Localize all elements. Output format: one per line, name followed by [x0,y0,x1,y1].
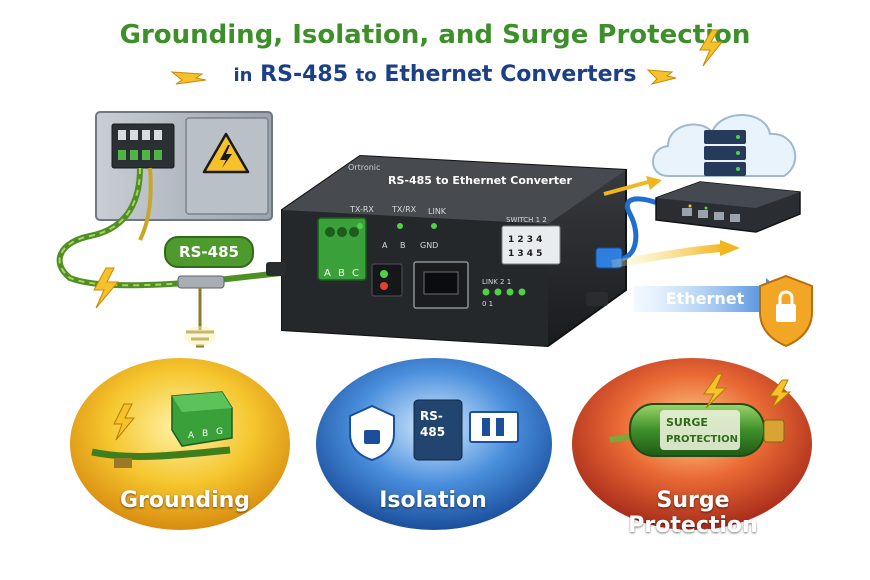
warning-high-voltage-icon [202,132,250,174]
lightning-bolt-icon [170,71,207,85]
ground-symbol-icon [184,288,216,348]
device-label-a: A [382,241,388,250]
padlock-shield-icon [759,274,813,348]
page-title-line2: in RS-485 to Ethernet Converters [0,62,870,87]
isolation-circle [316,358,552,530]
ethernet-label: Ethernet [665,289,745,308]
surge-protection-label: Surge Protection [628,488,758,538]
device-port-txrx2: TX/RX [391,205,417,214]
terminal-small-letter-a: A [188,431,195,441]
surge-device-line1: SURGE [666,416,708,429]
rs485-label: RS-485 [164,236,254,268]
device-port-txrx: TX-RX [349,205,374,214]
title-part-rs485: RS-485 [260,62,348,87]
grounding-label: Grounding [119,488,251,513]
isolation-chip-line1: RS- [420,409,443,423]
isolation-chip-line2: 485 [420,425,445,439]
rs485-ethernet-converter [266,154,627,348]
grounding-circle [70,358,290,530]
device-switch-row1: 1 2 3 4 [508,235,542,245]
electrical-panel [95,111,273,221]
title-part-in: in [233,65,253,86]
terminal-small-letter-b: B [202,429,208,439]
terminal-letter-b: B [338,268,345,279]
terminal-letter-c: C [352,268,359,279]
title-part-ethernet-converters: Ethernet Converters [384,62,637,87]
lightning-bolt-icon [699,29,724,67]
title-part-grounding: Grounding, Isolation, and [119,20,494,50]
lightning-bolt-icon [646,69,677,85]
surge-protection-circle [572,358,812,530]
device-port-link: LINK [428,207,447,216]
isolation-label: Isolation [379,488,487,513]
cloud-server-icon [652,114,797,177]
lightning-bolt-icon [93,267,120,309]
device-name: RS-485 to Ethernet Converter [388,174,572,187]
title-part-to: to [355,65,377,86]
device-label-b: B [400,241,406,250]
device-switch-label: SWITCH 1 2 [506,216,547,224]
device-brand: Ortronic [348,163,380,172]
ethernet-arrow [634,278,790,320]
device-led-label2: 0 1 [482,300,493,308]
terminal-small-letter-g: G [216,427,223,437]
device-led-label: LINK 2 1 [482,278,511,286]
device-label-gnd: GND [420,241,438,250]
device-switch-row2: 1 3 4 5 [508,249,542,259]
terminal-letter-a: A [324,268,331,279]
surge-device-line2: PROTECTION [666,434,738,445]
network-switch-icon [655,181,801,233]
